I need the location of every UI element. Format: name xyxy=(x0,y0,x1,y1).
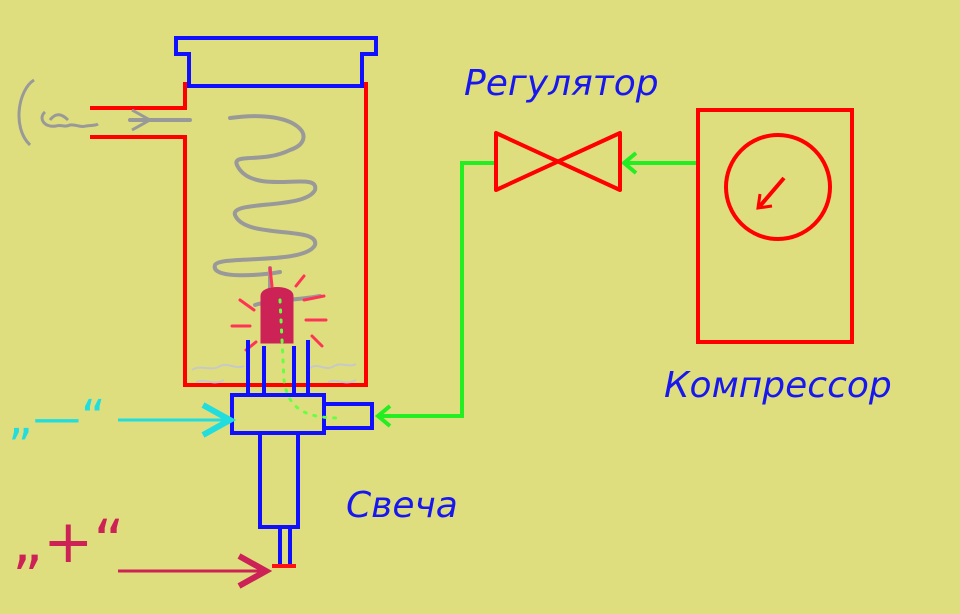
vessel-body xyxy=(90,82,368,387)
vessel-lid xyxy=(174,36,378,88)
air-line xyxy=(374,151,696,428)
plug-shank xyxy=(258,431,300,529)
glow-plug-tip xyxy=(230,266,328,352)
compressor-label: Компрессор xyxy=(664,365,892,406)
gauge-icon xyxy=(724,133,832,241)
plug-body xyxy=(230,393,326,435)
vessel xyxy=(90,82,368,387)
regulator-label: Регулятор xyxy=(464,63,659,104)
smoke-icon xyxy=(17,78,151,147)
vessel-bottom-ripples xyxy=(191,363,357,384)
glow-plug-label: Свеча xyxy=(346,485,458,526)
plug-air-inlet xyxy=(322,402,374,430)
air-path-dotted xyxy=(278,298,342,420)
plus-terminal-label: „+“ xyxy=(12,507,125,577)
vessel-outlet-top xyxy=(90,82,187,110)
heating-coil xyxy=(128,114,322,307)
compressor-body xyxy=(696,108,854,344)
glow-plug xyxy=(230,340,374,565)
minus-terminal-label: „—“ xyxy=(8,390,106,446)
compressor xyxy=(696,108,854,344)
valve-icon xyxy=(494,131,622,192)
